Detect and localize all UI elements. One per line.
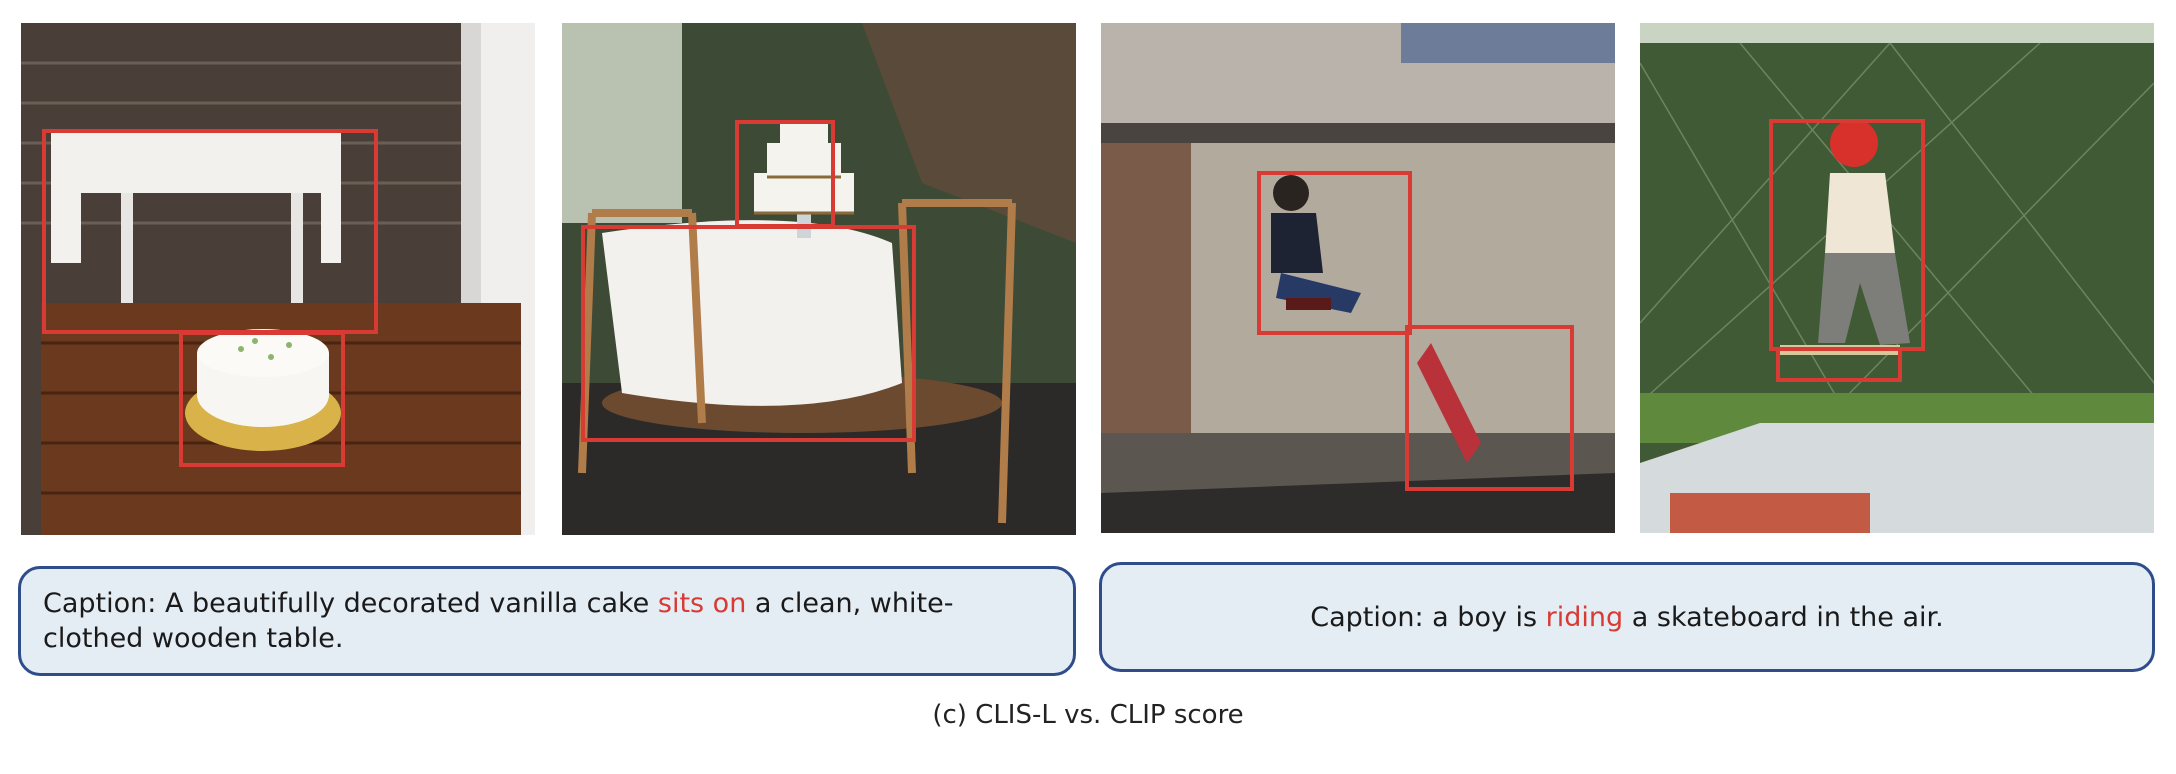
caption-after: a clean, white-clothed wooden table. <box>43 588 954 654</box>
bbox-boy <box>1769 119 1925 351</box>
bbox-table <box>581 225 916 442</box>
photo-cake-table-1 <box>21 23 535 535</box>
bbox-cake <box>179 331 345 467</box>
photo-cake-table-2 <box>562 23 1076 535</box>
caption-box-left: Caption: A beautifully decorated vanilla… <box>18 566 1076 676</box>
bbox-skateboard <box>1776 347 1902 382</box>
bbox-skateboard <box>1405 325 1574 491</box>
caption-after: a skateboard in the air. <box>1623 601 1944 633</box>
bbox-table <box>42 129 378 334</box>
bbox-cake <box>735 120 835 228</box>
caption-text-left: Caption: A beautifully decorated vanilla… <box>43 586 1051 656</box>
figure-caption: (c) CLIS-L vs. CLIP score <box>932 700 1244 730</box>
caption-before: a boy is <box>1432 601 1546 633</box>
caption-text-right: Caption: a boy is riding a skateboard in… <box>1310 600 1944 635</box>
caption-before: A beautifully decorated vanilla cake <box>164 588 658 619</box>
bbox-boy <box>1257 171 1412 335</box>
photo-skate-1 <box>1101 23 1615 533</box>
caption-prefix: Caption: <box>1310 601 1433 633</box>
photo-skate-2 <box>1640 23 2154 533</box>
caption-highlight: sits on <box>657 588 747 619</box>
caption-box-right: Caption: a boy is riding a skateboard in… <box>1099 562 2155 672</box>
caption-highlight: riding <box>1545 601 1624 633</box>
caption-prefix: Caption: <box>43 588 165 619</box>
